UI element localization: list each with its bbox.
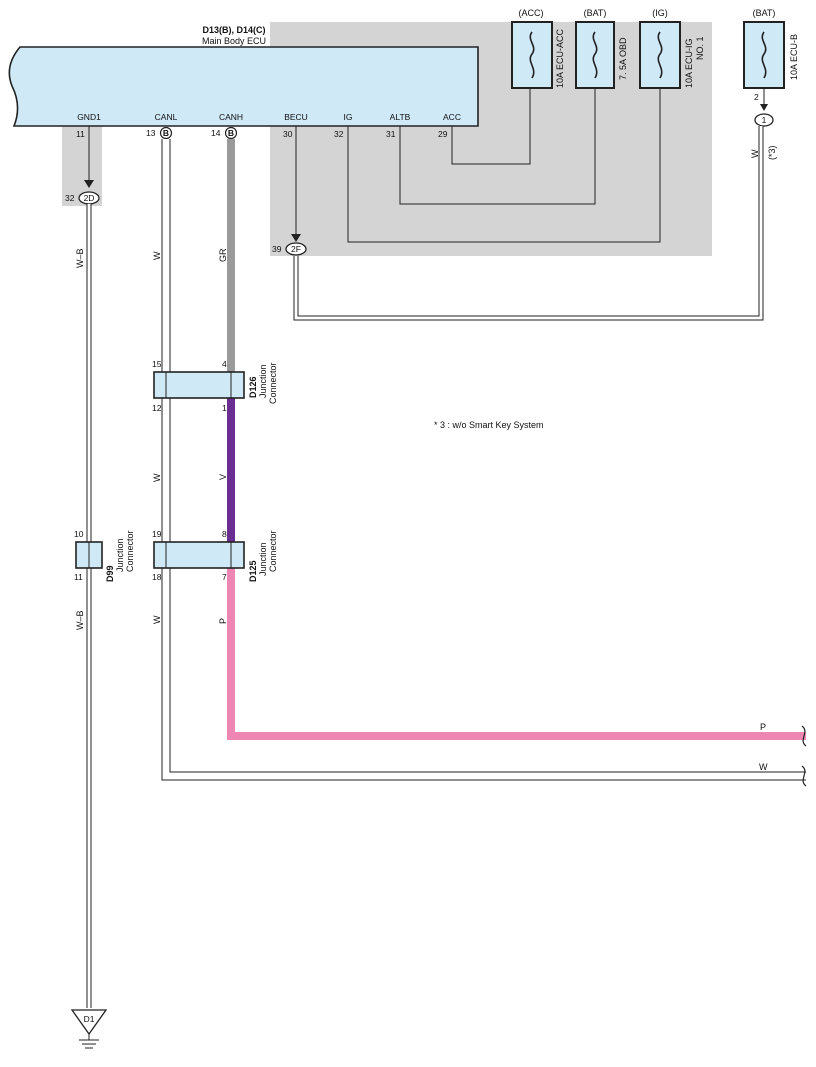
main-body-ecu — [8, 46, 479, 127]
canh-wire-color-p: P — [218, 618, 228, 624]
terminal-becu: BECU — [284, 112, 308, 122]
pin-altb: 31 — [386, 129, 396, 139]
fuse-obd — [575, 21, 615, 89]
d126-line1: Junction — [258, 364, 268, 398]
ecub-pin-conn: 1 — [762, 115, 767, 125]
fuse-ecu-ig — [639, 21, 681, 89]
canl-connector-letter: B — [163, 128, 169, 138]
fuse-obd-name: 7. 5A OBD — [618, 37, 628, 80]
d125-line2: Connector — [268, 530, 278, 572]
d126-pin-tr: 4 — [222, 359, 227, 369]
ecu-subtitle: Main Body ECU — [202, 36, 266, 46]
connector-2f-label: 2F — [291, 244, 301, 254]
canl-connector-mark: B — [159, 126, 173, 140]
fuse-ecu-acc — [511, 21, 553, 89]
d126-pin-bl: 12 — [152, 403, 162, 413]
junction-d126 — [153, 371, 245, 399]
internal-wiring — [347, 88, 661, 243]
ground-label: D1 — [84, 1014, 95, 1024]
d125-line1: Junction — [258, 542, 268, 576]
pin-becu: 30 — [283, 129, 293, 139]
pin-ig: 32 — [334, 129, 344, 139]
pin-gnd1: 11 — [76, 129, 85, 139]
d126-id: D126 — [248, 376, 258, 398]
fuse-acc-name: 10A ECU-ACC — [555, 28, 565, 88]
fuse-ecu-b — [743, 21, 785, 89]
canh-wire-p — [227, 568, 806, 740]
canh-wire-color-p-2: P — [760, 722, 766, 732]
fuse-ecub-source: (BAT) — [753, 8, 776, 18]
canh-connector-mark: B — [224, 126, 238, 140]
canl-wire-color-4: W — [759, 762, 768, 772]
terminal-ig: IG — [344, 112, 353, 122]
pin-canl: 13 — [146, 128, 156, 138]
ground-wire-color-1: W–B — [75, 248, 85, 268]
ground-wire-color-2: W–B — [75, 610, 85, 630]
terminal-acc: ACC — [443, 112, 461, 122]
ground-symbol — [70, 1009, 108, 1049]
altb-wire — [399, 88, 596, 205]
ecub-output: 2 1 W (*3) — [293, 88, 777, 321]
canl-wire-color-1: W — [152, 251, 162, 260]
d99-id: D99 — [105, 565, 115, 582]
canh-wire-break — [801, 725, 807, 747]
canh-wire-color-v: V — [218, 474, 228, 480]
d125-pin-br: 7 — [222, 572, 227, 582]
acc-wire — [451, 88, 531, 165]
canh-connector-letter: B — [228, 128, 234, 138]
ecub-pin-top: 2 — [754, 92, 759, 102]
d126-pin-br: 1 — [222, 403, 227, 413]
d125-pin-tr: 8 — [222, 529, 227, 539]
fuse-acc-source: (ACC) — [519, 8, 544, 18]
canl-wire-break — [801, 765, 807, 787]
connector-2d-pin: 32 — [65, 193, 75, 203]
d99-pin-b: 11 — [74, 572, 83, 582]
d125-pin-bl: 18 — [152, 572, 162, 582]
d125-id: D125 — [248, 560, 258, 582]
ecub-wire-note: (*3) — [767, 145, 777, 160]
d99-line1: Junction — [115, 538, 125, 572]
canl-wire — [161, 139, 806, 781]
connector-2f — [285, 242, 307, 256]
d99-line2: Connector — [125, 530, 135, 572]
fuse-obd-source: (BAT) — [584, 8, 607, 18]
terminal-canh: CANH — [219, 112, 243, 122]
terminal-canl: CANL — [155, 112, 178, 122]
terminal-gnd1: GND1 — [77, 112, 101, 122]
gnd1-arrow — [84, 180, 94, 188]
ecub-connector — [754, 113, 774, 127]
junction-d125 — [153, 541, 245, 569]
d99-pin-t: 10 — [74, 529, 84, 539]
connector-2d-label: 2D — [84, 193, 95, 203]
canl-wire-color-2: W — [152, 473, 162, 482]
ecub-wire-color: W — [750, 149, 760, 158]
connector-2f-pin: 39 — [272, 244, 282, 254]
canh-wire-color-gr: GR — [218, 248, 228, 262]
ecu-title: D13(B), D14(C) — [202, 25, 265, 35]
fuse-ig-name-2: NO. 1 — [695, 36, 705, 60]
fuse-ig-source: (IG) — [652, 8, 668, 18]
terminal-altb: ALTB — [390, 112, 411, 122]
canl-wire-color-3: W — [152, 615, 162, 624]
pin-acc: 29 — [438, 129, 448, 139]
becu-arrow — [291, 234, 301, 242]
d125-pin-tl: 19 — [152, 529, 162, 539]
fuse-ig-name: 10A ECU-IG — [684, 38, 694, 88]
d126-pin-tl: 15 — [152, 359, 162, 369]
d126-line2: Connector — [268, 362, 278, 404]
footnote: * 3 : w/o Smart Key System — [434, 420, 544, 430]
fuse-ecub-name: 10A ECU-B — [789, 34, 799, 80]
pin-canh: 14 — [211, 128, 221, 138]
ig-wire — [347, 88, 661, 243]
